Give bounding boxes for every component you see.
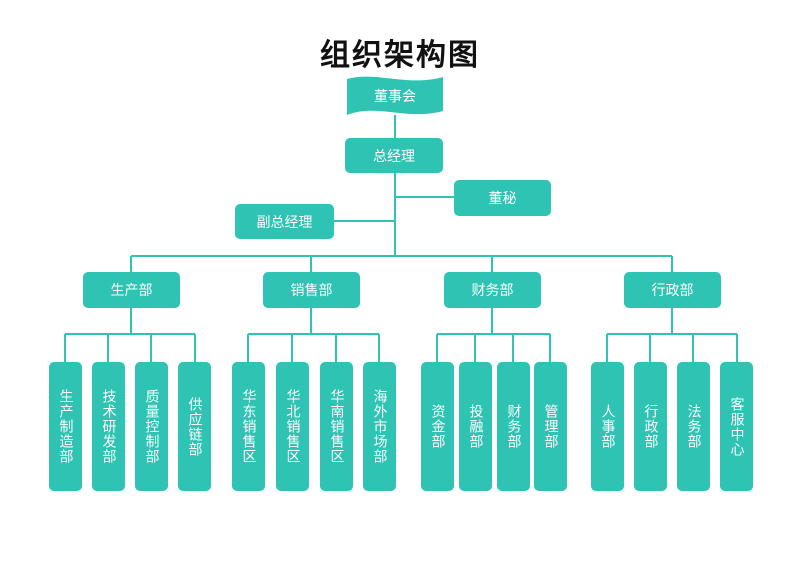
- sub-dept-node: 海外市场部: [363, 362, 396, 491]
- sub-dept-node: 行政部: [634, 362, 667, 491]
- sub-dept-node: 财务部: [497, 362, 530, 491]
- dept-node: 销售部: [263, 272, 360, 308]
- board-node: 董事会: [347, 75, 443, 117]
- sub-dept-node: 法务部: [677, 362, 710, 491]
- sub-dept-node: 资金部: [421, 362, 454, 491]
- sub-dept-node: 供应链部: [178, 362, 211, 491]
- general-manager-node: 总经理: [345, 138, 443, 173]
- sub-dept-node: 投融部: [459, 362, 492, 491]
- sub-dept-node: 管理部: [534, 362, 567, 491]
- chart-title: 组织架构图: [320, 38, 480, 73]
- sub-dept-node: 生产制造部: [49, 362, 82, 491]
- sub-dept-node: 华东销售区: [232, 362, 265, 491]
- dept-node: 行政部: [624, 272, 721, 308]
- board-label: 董事会: [374, 89, 416, 105]
- sub-dept-node: 人事部: [591, 362, 624, 491]
- sub-dept-node: 客服中心: [720, 362, 753, 491]
- sub-dept-node: 华北销售区: [276, 362, 309, 491]
- sub-dept-node: 华南销售区: [320, 362, 353, 491]
- dept-node: 生产部: [83, 272, 180, 308]
- sub-dept-node: 质量控制部: [135, 362, 168, 491]
- sub-dept-node: 技术研发部: [92, 362, 125, 491]
- dept-node: 财务部: [444, 272, 541, 308]
- deputy-gm-node: 副总经理: [235, 204, 334, 239]
- secretary-node: 董秘: [454, 180, 551, 216]
